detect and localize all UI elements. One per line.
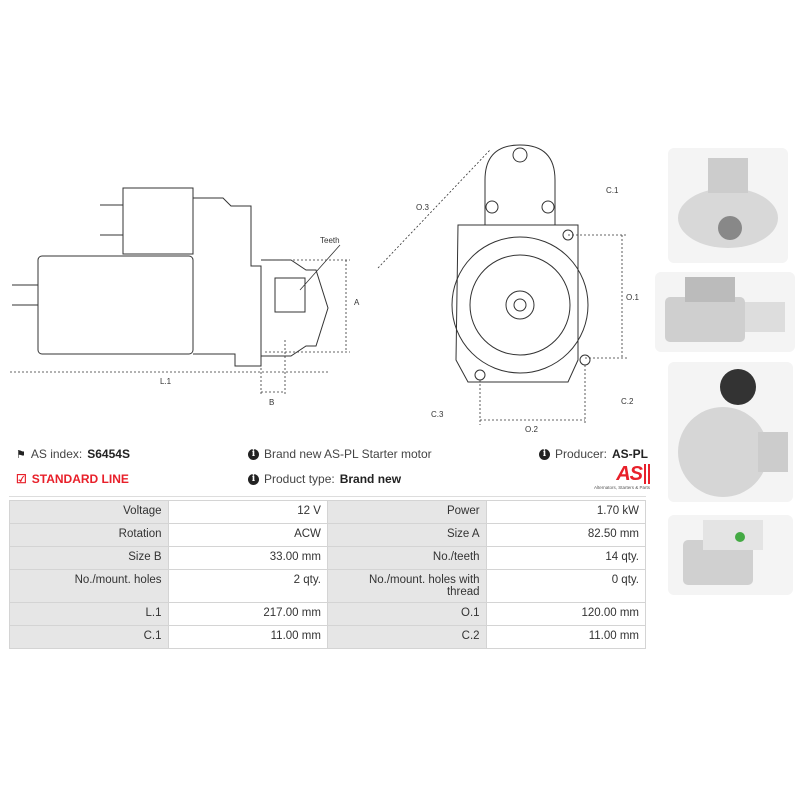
product-photo-side[interactable] — [655, 272, 795, 352]
spec-label: Size B — [9, 546, 169, 570]
label-c3: C.3 — [431, 410, 444, 419]
description-text: Brand new AS-PL Starter motor — [264, 447, 432, 461]
producer-label: Producer: — [554, 447, 607, 461]
label-o3: O.3 — [416, 203, 429, 212]
product-type-label: Product type: — [264, 472, 335, 486]
product-photo-top[interactable] — [668, 515, 793, 595]
spec-value: 11.00 mm — [167, 625, 328, 649]
as-index-value: S6454S — [87, 447, 130, 461]
label-a: A — [354, 298, 360, 307]
spec-value: 82.50 mm — [485, 523, 647, 547]
spec-value: ACW — [167, 523, 328, 547]
spec-value: 1.70 kW — [485, 500, 647, 524]
spec-label: No./mount. holes with thread — [326, 569, 487, 603]
spec-value: 33.00 mm — [167, 546, 328, 570]
spec-value: 11.00 mm — [485, 625, 647, 649]
label-o2: O.2 — [525, 425, 538, 434]
spec-value: 120.00 mm — [485, 602, 647, 626]
product-photo-front[interactable] — [668, 148, 788, 263]
spec-label: Size A — [326, 523, 487, 547]
product-type: i Product type: Brand new — [248, 472, 401, 486]
product-photo-rear[interactable] — [668, 362, 793, 502]
standard-line-label: STANDARD LINE — [31, 472, 129, 486]
checkbox-icon: ☑ — [16, 472, 27, 486]
label-c2: C.2 — [621, 397, 634, 406]
as-index-label: AS index: — [30, 447, 83, 461]
divider — [9, 496, 646, 497]
as-pl-logo: AS Alternators, Starters & Parts — [584, 464, 650, 490]
info-icon: i — [538, 448, 550, 460]
spec-label: Power — [326, 500, 487, 524]
label-teeth: Teeth — [320, 236, 340, 245]
spec-value: 217.00 mm — [167, 602, 328, 626]
spec-label: No./teeth — [326, 546, 487, 570]
label-l1: L.1 — [160, 377, 172, 386]
spec-label: O.1 — [326, 602, 487, 626]
info-icon: i — [248, 448, 259, 460]
label-c1: C.1 — [606, 186, 619, 195]
spec-value: 14 qty. — [485, 546, 647, 570]
spec-value: 12 V — [167, 500, 328, 524]
label-b: B — [269, 398, 274, 407]
front-view-drawing: O.3 C.1 O.1 C.3 O.2 C.2 — [377, 144, 639, 434]
product-type-value: Brand new — [339, 472, 402, 486]
spec-label: C.2 — [326, 625, 487, 649]
producer: i Producer: AS-PL — [538, 447, 648, 461]
logo-tagline: Alternators, Starters & Parts — [593, 485, 650, 490]
spec-label: L.1 — [9, 602, 169, 626]
tags-icon: ⚑ — [16, 448, 26, 461]
logo-text: AS — [616, 464, 650, 484]
label-o1: O.1 — [626, 293, 639, 302]
side-view-drawing: Teeth A B L.1 — [10, 187, 360, 407]
spec-value: 2 qty. — [167, 569, 328, 603]
spec-label: Voltage — [9, 500, 169, 524]
spec-label: C.1 — [9, 625, 169, 649]
standard-line: ☑ STANDARD LINE — [16, 472, 129, 486]
producer-value: AS-PL — [612, 447, 648, 461]
spec-label: Rotation — [9, 523, 169, 547]
info-icon: i — [248, 473, 259, 485]
spec-value: 0 qty. — [485, 569, 647, 603]
spec-label: No./mount. holes — [9, 569, 169, 603]
description: i Brand new AS-PL Starter motor — [248, 447, 432, 461]
as-index: ⚑ AS index: S6454S — [16, 447, 130, 461]
